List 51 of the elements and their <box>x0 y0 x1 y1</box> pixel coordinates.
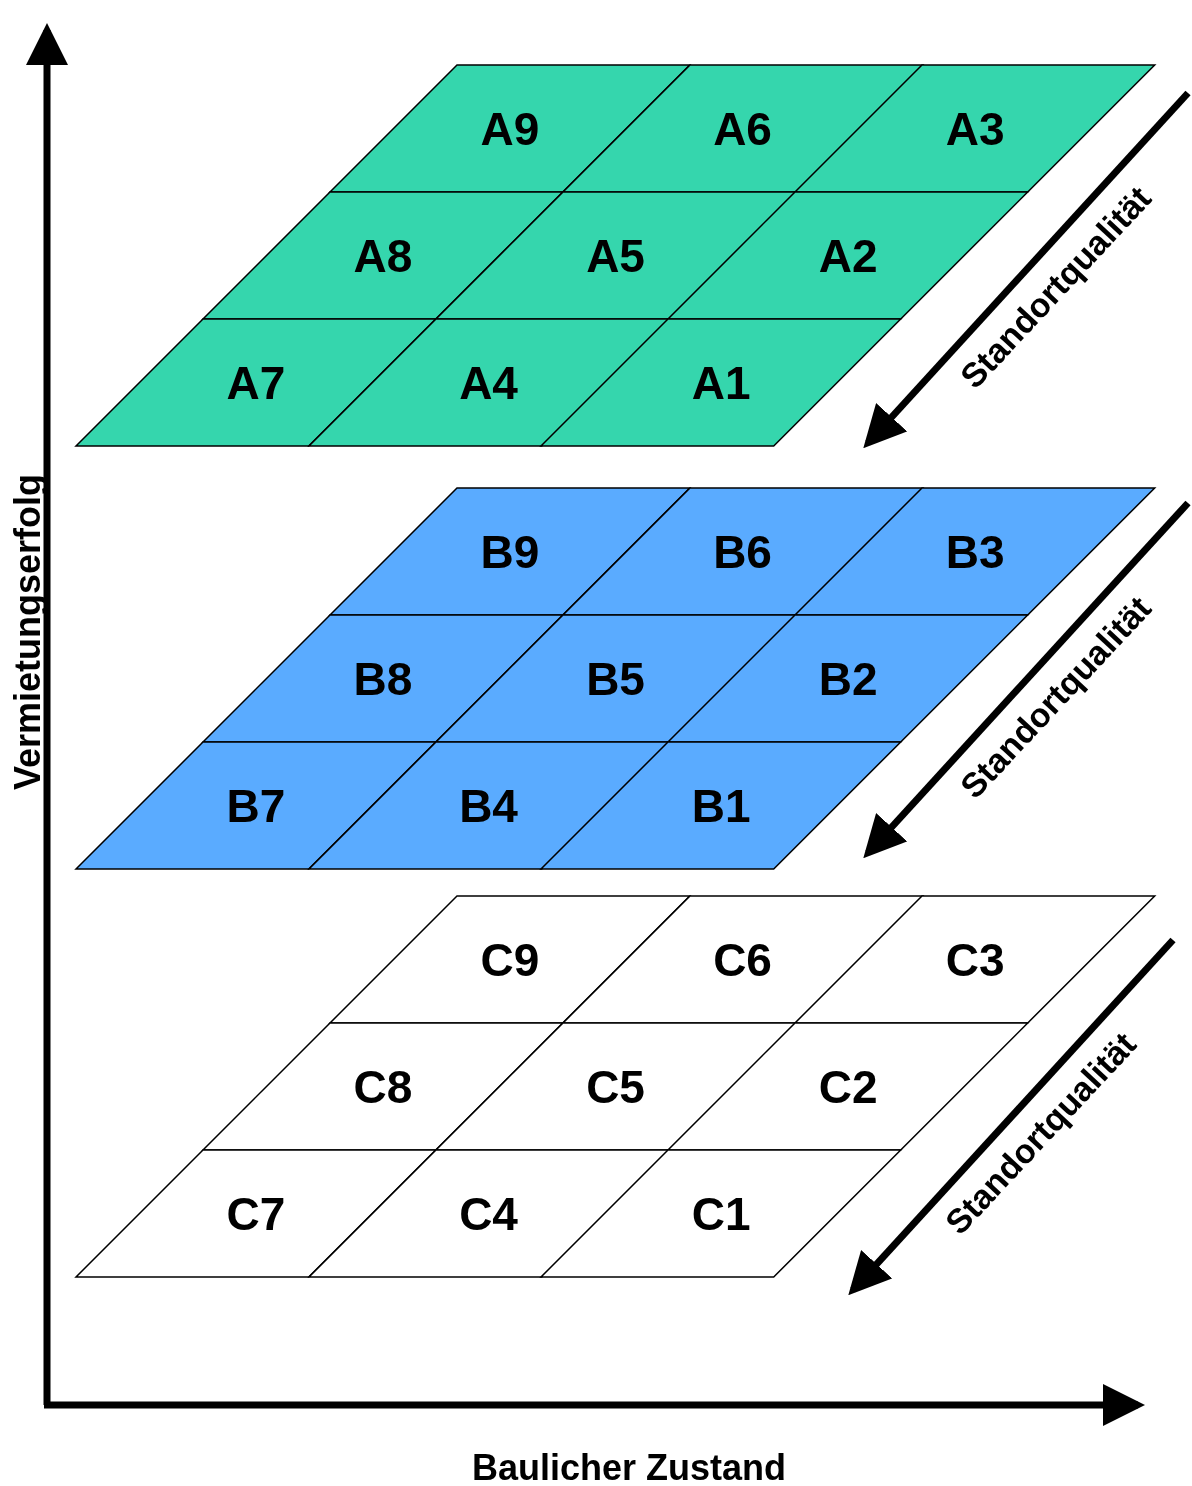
tile-label: A8 <box>353 232 413 279</box>
grid-tile <box>76 319 436 446</box>
tile-label: B8 <box>353 655 413 702</box>
grid-tile <box>308 1150 669 1277</box>
grid-tile <box>562 65 923 192</box>
tile-label: C1 <box>691 1190 751 1237</box>
tile-label: A1 <box>691 359 751 406</box>
tile-label: C5 <box>586 1063 645 1110</box>
axis-title: Vermietungserfolg <box>10 473 47 791</box>
tile-label: C2 <box>818 1063 878 1110</box>
tile-label: B4 <box>459 782 518 829</box>
tile-label: C7 <box>226 1190 286 1237</box>
tile-label: A7 <box>226 359 286 406</box>
tile-label: A5 <box>586 232 645 279</box>
tile-label: A4 <box>459 359 518 406</box>
grid-tile <box>541 319 902 446</box>
grid-tile <box>541 742 902 869</box>
tile-label: A2 <box>818 232 878 279</box>
grid-tile <box>562 896 923 1023</box>
grid-tile <box>330 488 690 615</box>
axis-title: Baulicher Zustand <box>472 1450 787 1486</box>
tile-label: B9 <box>480 528 540 575</box>
grid-tile <box>76 742 436 869</box>
grid-tile <box>435 1023 796 1150</box>
grid-tile <box>330 65 690 192</box>
tile-label: B5 <box>586 655 645 702</box>
tile-label: C6 <box>713 936 772 983</box>
grid-tile <box>308 742 669 869</box>
grid-tile <box>203 192 563 319</box>
tile-label: C4 <box>459 1190 518 1237</box>
grid-tile <box>435 192 796 319</box>
grid-tile <box>330 896 690 1023</box>
tile-label: B1 <box>691 782 751 829</box>
tile-label: B7 <box>226 782 286 829</box>
grid-tile <box>203 1023 563 1150</box>
tile-label: A6 <box>713 105 772 152</box>
grid-tile <box>795 896 1156 1023</box>
tile-label: C3 <box>945 936 1005 983</box>
tile-label: C8 <box>353 1063 413 1110</box>
tile-label: A3 <box>945 105 1005 152</box>
grid-tile <box>562 488 923 615</box>
tile-label: B2 <box>818 655 878 702</box>
grid-tile <box>308 319 669 446</box>
tile-label: B6 <box>713 528 772 575</box>
tile-label: A9 <box>480 105 540 152</box>
grid-tile <box>435 615 796 742</box>
tile-label: C9 <box>480 936 540 983</box>
tile-label: B3 <box>945 528 1005 575</box>
grid-tile <box>541 1150 902 1277</box>
grid-tile <box>76 1150 436 1277</box>
grid-tile <box>203 615 563 742</box>
